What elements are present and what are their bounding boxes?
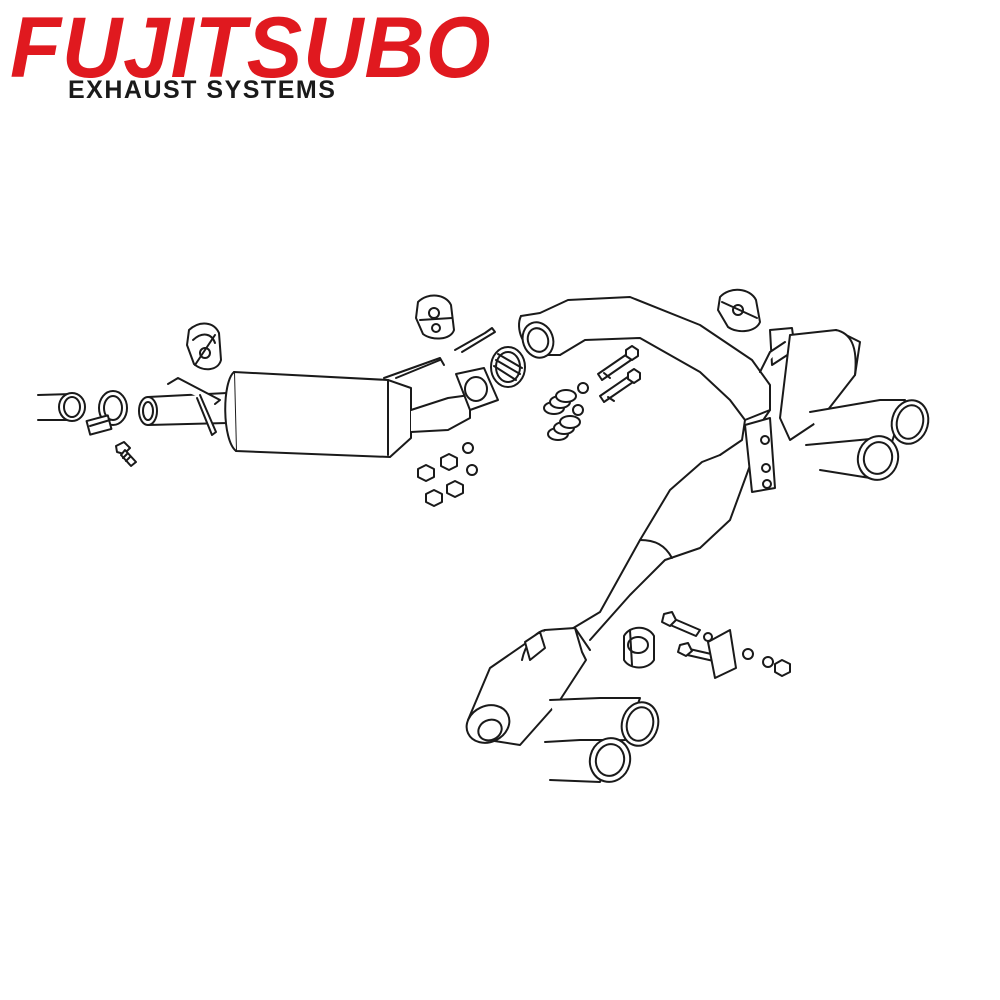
- right-rubber-hanger: [718, 290, 760, 331]
- front-rubber-hanger: [187, 324, 221, 370]
- hanger-rod: [396, 328, 495, 378]
- flange-springs: [544, 383, 588, 440]
- spring-bolts: [598, 346, 640, 402]
- brand-tagline: EXHAUST SYSTEMS: [68, 76, 337, 104]
- band-clamp: [87, 391, 127, 435]
- left-tail-muffler: [460, 628, 590, 750]
- center-muffler: [225, 358, 470, 457]
- flange-nuts: [418, 443, 477, 506]
- clamp-bolt: [116, 442, 136, 466]
- y-pipe: [518, 297, 770, 640]
- brand-logo: FUJITSUBO: [10, 0, 492, 96]
- flange-gasket: [456, 347, 525, 410]
- left-tail-tips: [545, 698, 663, 786]
- right-tail-muffler: [760, 328, 860, 440]
- left-rubber-hanger: [624, 628, 654, 668]
- hanger-bolts: [662, 612, 790, 678]
- inlet-pipe: [139, 378, 227, 435]
- right-tail-tips: [806, 396, 933, 484]
- hanger-bracket-right: [745, 418, 775, 492]
- front-pipe-stub: [38, 393, 85, 421]
- middle-rubber-hanger: [416, 296, 454, 339]
